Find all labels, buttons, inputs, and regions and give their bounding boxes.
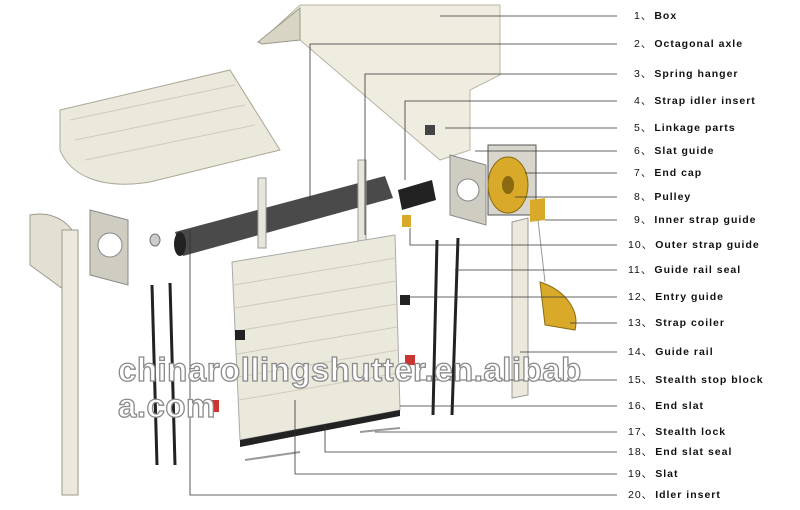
- pulley-assembly: [487, 144, 545, 399]
- guide-rail-seal: [450, 237, 460, 416]
- octagonal-axle: [149, 176, 393, 256]
- part-name: Guide rail seal: [654, 264, 742, 276]
- part-name: Slat guide: [654, 145, 715, 157]
- part-number: 4、: [634, 95, 653, 107]
- label-7: 7、End cap: [634, 167, 702, 179]
- label-1: 1、Box: [634, 10, 677, 22]
- stealth-stop-block: [405, 355, 415, 365]
- stealth-stop-block: [210, 400, 219, 412]
- part-number: 15、: [628, 374, 654, 386]
- part-name: Entry guide: [655, 291, 724, 303]
- part-number: 16、: [628, 400, 654, 412]
- part-name: Stealth lock: [655, 426, 727, 438]
- part-name: Spring hanger: [654, 68, 739, 80]
- stealth-lock: [359, 427, 401, 433]
- spring-hanger: [257, 177, 267, 249]
- part-number: 6、: [634, 145, 653, 157]
- label-3: 3、Spring hanger: [634, 68, 739, 80]
- linkage-part: [425, 125, 435, 135]
- label-8: 8、Pulley: [634, 191, 691, 203]
- part-name: Strap coiler: [655, 317, 725, 329]
- part-number: 7、: [634, 167, 653, 179]
- label-19: 19、Slat: [628, 468, 678, 480]
- guide-rail-seal: [150, 284, 159, 466]
- label-9: 9、Inner strap guide: [634, 214, 757, 226]
- part-number: 2、: [634, 38, 653, 50]
- strap-coiler: [539, 281, 577, 331]
- part-number: 1、: [634, 10, 653, 22]
- part-number: 14、: [628, 346, 654, 358]
- label-2: 2、Octagonal axle: [634, 38, 743, 50]
- part-name: Linkage parts: [654, 122, 736, 134]
- strap-idler-insert: [398, 180, 436, 210]
- part-number: 11、: [628, 264, 653, 276]
- part-name: Outer strap guide: [655, 239, 760, 251]
- label-6: 6、Slat guide: [634, 145, 715, 157]
- part-number: 18、: [628, 446, 654, 458]
- part-name: Inner strap guide: [654, 214, 757, 226]
- label-13: 13、Strap coiler: [628, 317, 725, 329]
- watermark: chinarollingshutter.en.alibaba.com: [117, 351, 582, 424]
- end-slat-seal: [240, 410, 400, 447]
- part-number: 19、: [628, 468, 654, 480]
- left-end-cap: [89, 209, 129, 286]
- leader-lines: [189, 15, 617, 496]
- label-10: 10、Outer strap guide: [628, 239, 760, 251]
- part-name: Box: [654, 10, 678, 22]
- guide-rail-seal: [168, 282, 177, 466]
- part-number: 13、: [628, 317, 654, 329]
- part-name: Slat: [655, 468, 679, 480]
- part-number: 5、: [634, 122, 653, 134]
- left-guide-rail: [29, 213, 79, 496]
- part-name: End slat: [655, 400, 705, 412]
- outer-strap-guide: [402, 215, 411, 227]
- label-5: 5、Linkage parts: [634, 122, 736, 134]
- part-name: Pulley: [654, 191, 692, 203]
- shutter-curtain: [210, 234, 415, 447]
- entry-guide: [235, 330, 245, 340]
- right-end-cap: [449, 154, 487, 226]
- strap: [537, 219, 546, 283]
- box-part: [257, 4, 501, 161]
- label-11: 11、Guide rail seal: [628, 264, 741, 276]
- guide-rail-seal: [431, 239, 439, 416]
- label-20: 20、Idler insert: [628, 489, 721, 501]
- part-number: 20、: [628, 489, 654, 501]
- part-name: Stealth stop block: [655, 374, 764, 386]
- label-12: 12、Entry guide: [628, 291, 724, 303]
- part-name: Idler insert: [655, 489, 721, 501]
- label-4: 4、Strap idler insert: [634, 95, 756, 107]
- part-number: 9、: [634, 214, 653, 226]
- part-name: End cap: [654, 167, 703, 179]
- part-name: Octagonal axle: [654, 38, 744, 50]
- part-number: 17、: [628, 426, 654, 438]
- label-16: 16、End slat: [628, 400, 704, 412]
- entry-guide: [400, 295, 410, 305]
- stealth-lock: [244, 451, 301, 461]
- hood-part: [59, 69, 281, 185]
- part-number: 10、: [628, 239, 654, 251]
- part-name: End slat seal: [655, 446, 733, 458]
- label-18: 18、End slat seal: [628, 446, 732, 458]
- part-number: 8、: [634, 191, 653, 203]
- label-17: 17、Stealth lock: [628, 426, 726, 438]
- part-number: 12、: [628, 291, 654, 303]
- part-name: Guide rail: [655, 346, 714, 358]
- label-15: 15、Stealth stop block: [628, 374, 764, 386]
- part-number: 3、: [634, 68, 653, 80]
- label-14: 14、Guide rail: [628, 346, 714, 358]
- part-name: Strap idler insert: [654, 95, 756, 107]
